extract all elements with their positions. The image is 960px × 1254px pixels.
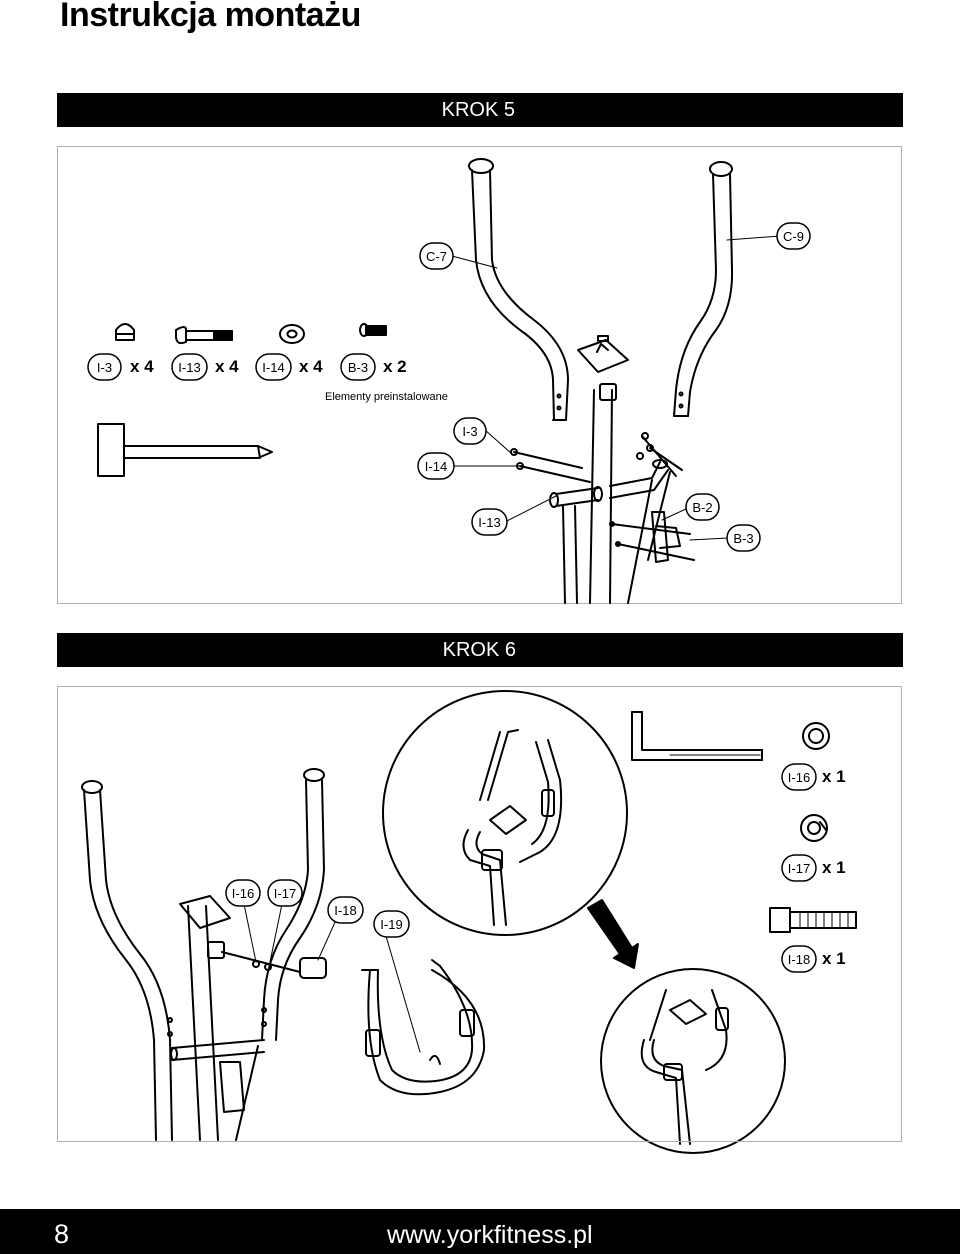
- washer-i17-icon: [800, 814, 828, 842]
- central-post: [577, 335, 629, 604]
- hardware-i13: I-13 x 4: [171, 353, 239, 381]
- svg-text:B-3: B-3: [733, 531, 753, 546]
- hardware-i18: I-18 x 1: [781, 945, 846, 973]
- svg-text:I-17: I-17: [788, 861, 810, 876]
- right-handlebar-tube: [673, 161, 734, 417]
- washer-i16-icon: [802, 722, 830, 750]
- svg-text:C-7: C-7: [426, 249, 447, 264]
- svg-text:I-16: I-16: [788, 770, 810, 785]
- svg-text:x 1: x 1: [822, 858, 846, 877]
- step-6-header: KROK 6: [57, 633, 903, 667]
- svg-text:I-18: I-18: [788, 952, 810, 967]
- left-handlebar-tube: [468, 158, 569, 421]
- label-i16: I-16: [225, 879, 261, 907]
- bolt-b3-icon: [359, 323, 387, 337]
- allen-key-icon: [631, 711, 763, 761]
- hardware-i17: I-17 x 1: [781, 854, 846, 882]
- bolts-i13: [510, 432, 683, 483]
- svg-text:x 2: x 2: [383, 357, 407, 376]
- step-5-panel: [57, 146, 902, 604]
- bracket-b2: [609, 511, 695, 563]
- bolt-i13-icon: [175, 326, 233, 345]
- nut-i3-icon: [115, 323, 135, 341]
- svg-text:I-13: I-13: [478, 515, 500, 530]
- page-number: 8: [54, 1219, 70, 1249]
- cable-connector: [221, 951, 327, 979]
- svg-text:C-9: C-9: [783, 229, 804, 244]
- hardware-i16: I-16 x 1: [781, 763, 846, 791]
- hardware-b3: B-3 x 2: [340, 353, 407, 381]
- label-b3: B-3: [726, 524, 761, 552]
- svg-text:x 1: x 1: [822, 767, 846, 786]
- label-i13: I-13: [471, 508, 508, 536]
- svg-text:I-18: I-18: [334, 903, 356, 918]
- hammer-icon: [97, 423, 273, 477]
- label-i18: I-18: [327, 896, 364, 924]
- footer-url: www.yorkfitness.pl: [387, 1221, 593, 1249]
- step6-handlebar-frame: [81, 768, 325, 1141]
- label-i3: I-3: [453, 417, 487, 445]
- step-6-header-label: KROK 6: [442, 639, 516, 661]
- svg-text:x 4: x 4: [215, 357, 239, 376]
- svg-text:B-3: B-3: [348, 360, 368, 375]
- bolt-i18-icon: [769, 907, 857, 933]
- page-title: Instrukcja montażu: [60, 0, 361, 34]
- detail-circle-top: [382, 690, 628, 936]
- step-5-header-label: KROK 5: [441, 99, 515, 121]
- washer-i14-icon: [279, 324, 305, 344]
- hardware-i14: I-14 x 4: [255, 353, 323, 381]
- hardware-i3: I-3 x 4: [87, 353, 154, 381]
- arrow-down-icon: [587, 899, 639, 969]
- label-i17: I-17: [267, 879, 303, 907]
- svg-text:B-2: B-2: [692, 500, 712, 515]
- step-5-header: KROK 5: [57, 93, 903, 127]
- preinstalled-note: Elementy preinstalowane: [325, 391, 448, 403]
- svg-text:x 1: x 1: [822, 949, 846, 968]
- page-footer: 8 www.yorkfitness.pl: [0, 1209, 960, 1254]
- label-i14: I-14: [417, 452, 455, 480]
- step-6-panel: [57, 686, 902, 1142]
- svg-text:x 4: x 4: [130, 357, 154, 376]
- svg-text:x 4: x 4: [299, 357, 323, 376]
- label-c7: C-7: [419, 242, 454, 270]
- svg-text:I-14: I-14: [262, 360, 284, 375]
- handlebar-i19: [361, 959, 486, 1096]
- svg-text:I-17: I-17: [274, 886, 296, 901]
- label-b2: B-2: [685, 493, 720, 521]
- svg-text:I-3: I-3: [462, 424, 477, 439]
- detail-circle-bottom: [600, 968, 786, 1154]
- svg-text:I-3: I-3: [97, 360, 112, 375]
- label-i19: I-19: [373, 910, 410, 938]
- svg-text:I-13: I-13: [178, 360, 200, 375]
- svg-text:I-19: I-19: [380, 917, 402, 932]
- svg-text:I-14: I-14: [425, 459, 447, 474]
- svg-text:I-16: I-16: [232, 886, 254, 901]
- label-c9: C-9: [776, 222, 811, 250]
